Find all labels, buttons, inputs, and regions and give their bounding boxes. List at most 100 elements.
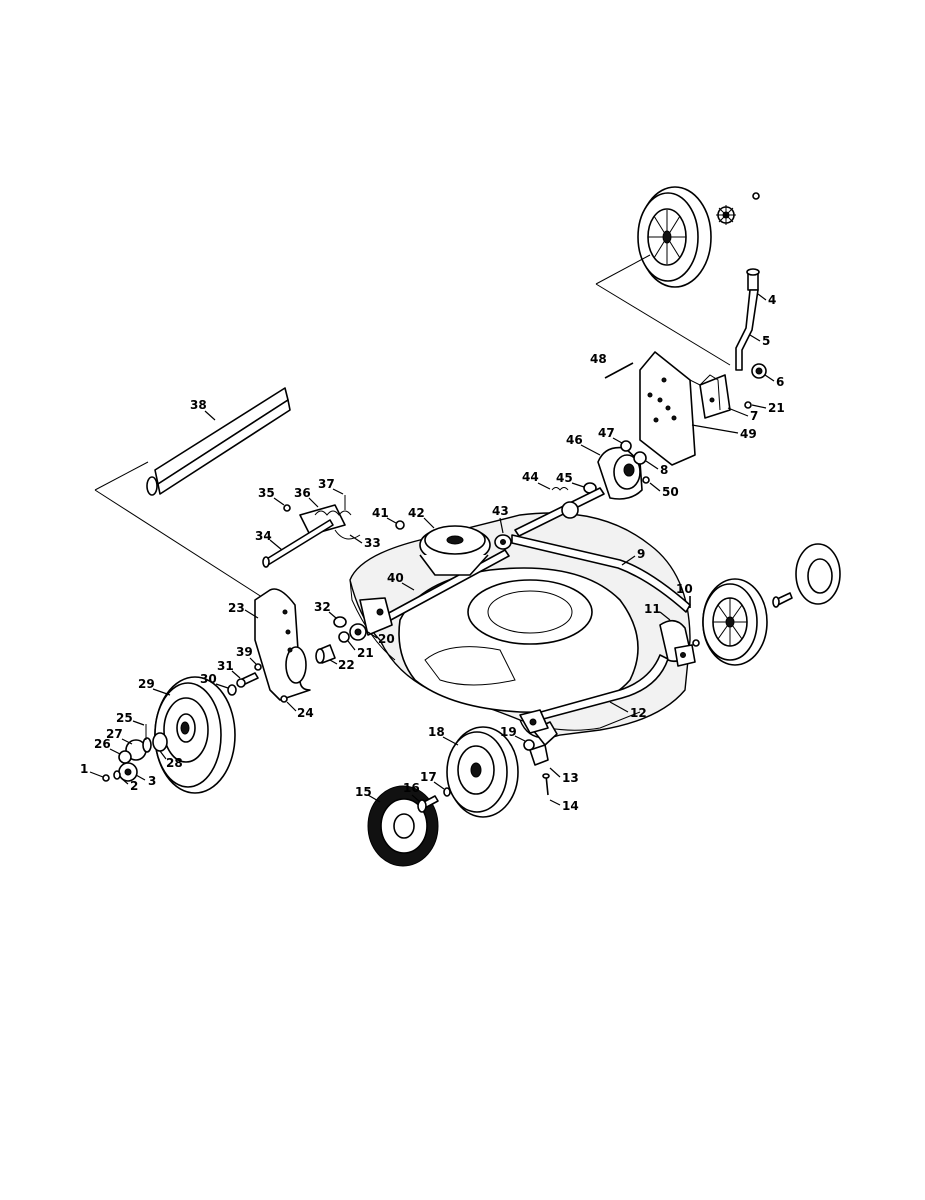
callout-3: 3 (135, 774, 156, 788)
bolt-31 (236, 672, 259, 688)
svg-text:47: 47 (598, 426, 615, 440)
washer-19 (523, 739, 535, 751)
callout-39: 39 (236, 645, 257, 665)
bushing-8 (633, 451, 647, 465)
washer-21a (744, 401, 752, 409)
callout-31: 31 (217, 659, 241, 679)
callout-7: 7 (727, 407, 758, 423)
bushing-22 (315, 644, 336, 664)
callout-40: 40 (387, 571, 415, 591)
svg-text:46: 46 (566, 433, 583, 447)
svg-text:1: 1 (80, 762, 88, 776)
wheel-18 (446, 726, 519, 818)
svg-text:2: 2 (130, 779, 138, 793)
callout-48: 48 (590, 352, 607, 366)
svg-text:14: 14 (562, 799, 579, 813)
svg-text:28: 28 (166, 756, 183, 770)
callout-30: 30 (200, 672, 229, 689)
svg-text:41: 41 (372, 506, 389, 520)
svg-text:32: 32 (314, 600, 331, 614)
pin-44 (551, 487, 569, 491)
callout-23: 23 (228, 601, 259, 619)
callout-43: 43 (492, 504, 509, 534)
gear-top-right (716, 205, 736, 225)
hubcap-right (795, 543, 841, 605)
callout-10: 10 (676, 582, 693, 596)
callout-49: 49 (691, 424, 757, 441)
svg-text:12: 12 (630, 706, 647, 720)
pulley-42 (419, 525, 491, 576)
svg-text:39: 39 (236, 645, 253, 659)
callout-35: 35 (258, 486, 285, 506)
svg-text:37: 37 (318, 477, 335, 491)
washer-28 (152, 732, 168, 752)
svg-text:50: 50 (662, 485, 679, 499)
svg-text:23: 23 (228, 601, 245, 615)
bracket-49 (639, 351, 721, 466)
callout-20: 20 (367, 631, 395, 646)
svg-text:25: 25 (116, 711, 133, 725)
washer-right-wheel (692, 639, 700, 647)
washer-21b (338, 631, 350, 643)
callout-50: 50 (649, 482, 679, 499)
svg-text:27: 27 (106, 727, 123, 741)
callout-47: 47 (598, 426, 623, 444)
hubcap-15 (367, 785, 439, 867)
svg-text:21: 21 (357, 646, 374, 660)
svg-text:11: 11 (644, 602, 661, 616)
washer-43 (494, 534, 512, 550)
svg-text:45: 45 (556, 471, 573, 485)
svg-text:38: 38 (190, 398, 207, 412)
svg-text:8: 8 (660, 463, 668, 477)
washer-50 (642, 476, 650, 484)
bolt-14 (542, 773, 550, 796)
svg-text:22: 22 (338, 658, 355, 672)
svg-text:40: 40 (387, 571, 404, 585)
bracket-12 (519, 709, 549, 734)
callout-34: 34 (255, 529, 283, 551)
callout-11: 11 (644, 602, 671, 621)
svg-text:6: 6 (776, 375, 784, 389)
callout-33: 33 (349, 534, 381, 550)
callout-18: 18 (428, 725, 459, 746)
washer-17 (443, 787, 451, 797)
lever-5 (735, 289, 759, 371)
callout-2: 2 (120, 777, 138, 793)
callout-46: 46 (566, 433, 601, 456)
callout-37: 37 (318, 477, 344, 495)
hub-20 (349, 597, 393, 641)
svg-text:4: 4 (768, 293, 776, 307)
screw-top-right (752, 192, 760, 200)
svg-text:7: 7 (750, 409, 758, 423)
plate-7 (699, 374, 731, 419)
callout-27: 27 (106, 727, 133, 745)
svg-text:13: 13 (562, 771, 579, 785)
gear-housing-46 (597, 446, 643, 500)
wheel-top-right (637, 186, 712, 288)
knob-6 (751, 363, 767, 379)
hub-3 (118, 762, 138, 782)
washer-39 (254, 663, 262, 671)
callout-42: 42 (408, 506, 435, 529)
svg-text:5: 5 (762, 334, 770, 348)
pin-34 (262, 519, 334, 568)
callout-9: 9 (621, 547, 645, 566)
svg-text:30: 30 (200, 672, 217, 686)
callout-44: 44 (522, 470, 551, 490)
svg-text:15: 15 (355, 785, 372, 799)
bolt-16 (417, 795, 439, 813)
svg-text:16: 16 (403, 781, 420, 795)
callout-41: 41 (372, 506, 397, 524)
svg-text:10: 10 (676, 582, 693, 596)
callout-21a: 21 (751, 401, 785, 415)
callout-8: 8 (645, 460, 668, 477)
bushing-47 (620, 440, 632, 452)
svg-text:44: 44 (522, 470, 539, 484)
callout-5: 5 (749, 334, 770, 348)
svg-text:35: 35 (258, 486, 275, 500)
svg-text:9: 9 (637, 547, 645, 561)
callout-12: 12 (609, 701, 647, 720)
callout-22: 22 (329, 658, 355, 672)
svg-text:26: 26 (94, 737, 111, 751)
